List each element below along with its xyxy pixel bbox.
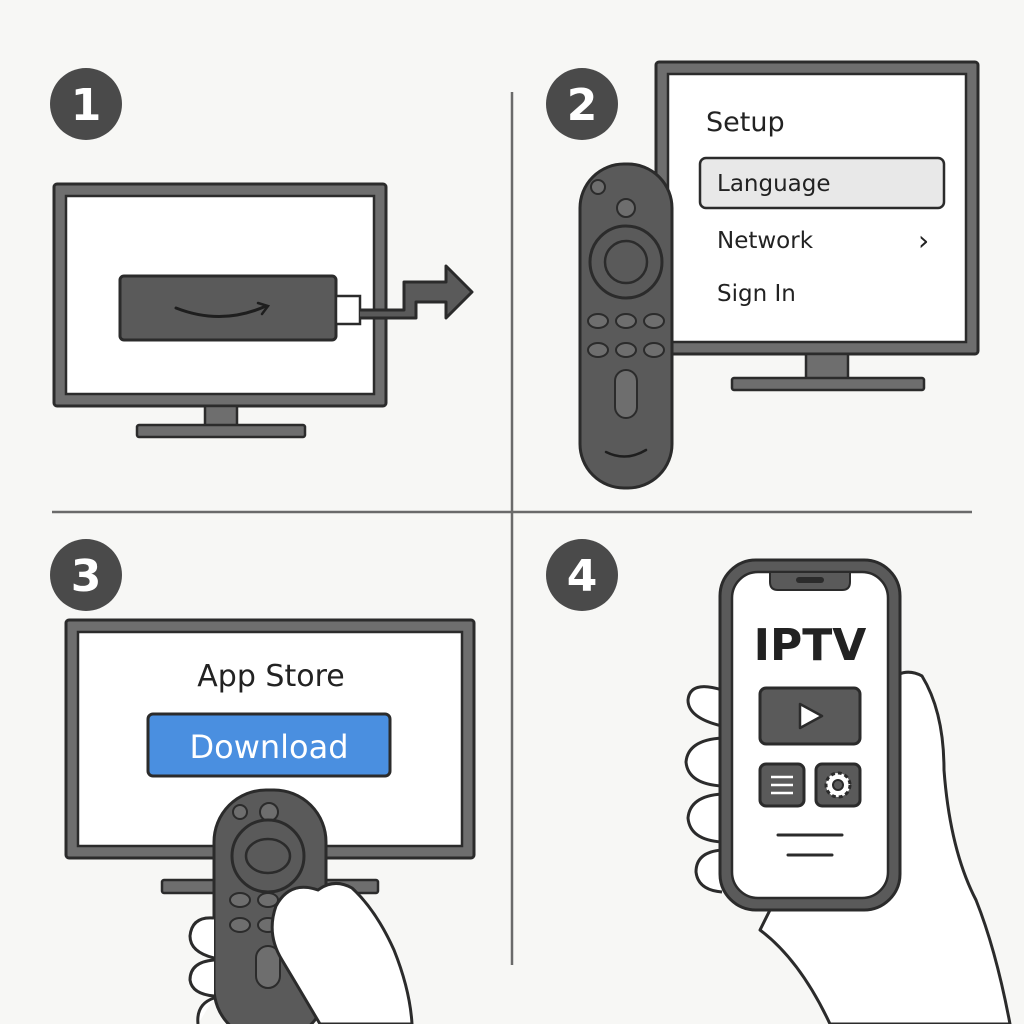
step-1-panel: 1 <box>50 68 474 439</box>
remote-power-button[interactable] <box>590 179 606 195</box>
step-1-number: 1 <box>71 80 102 131</box>
tv-icon <box>654 60 980 392</box>
step-4-number: 4 <box>567 551 598 602</box>
iptv-app-title: IPTV <box>754 620 867 671</box>
remote-volume-rocker[interactable] <box>614 369 638 419</box>
play-icon <box>798 702 824 730</box>
setup-menu: Setup Language Network › Sign In <box>698 107 946 307</box>
remote-voice-button[interactable] <box>616 198 636 218</box>
menu-item-network[interactable]: Network <box>717 228 814 254</box>
remote-button-grid[interactable] <box>587 313 665 358</box>
download-button[interactable]: Download <box>146 712 392 778</box>
step-1-badge: 1 <box>50 68 122 140</box>
step-2-badge: 2 <box>546 68 618 140</box>
step-3-number: 3 <box>71 551 102 602</box>
setup-menu-title: Setup <box>706 107 785 138</box>
play-button[interactable] <box>758 686 862 746</box>
hand-icon <box>188 882 414 1024</box>
app-store-title: App Store <box>197 659 344 694</box>
chevron-right-icon: › <box>918 224 929 257</box>
step-2-panel: 2 Setup Language Network › Sign In <box>546 60 980 490</box>
menu-button[interactable] <box>758 762 806 808</box>
hdmi-arrow-icon <box>360 264 474 320</box>
step-4-panel: 4 IPTV <box>546 539 1012 1024</box>
menu-item-language-highlight[interactable] <box>698 156 946 210</box>
menu-item-sign-in[interactable]: Sign In <box>717 281 796 307</box>
step-4-badge: 4 <box>546 539 618 611</box>
download-button-label[interactable]: Download <box>189 728 348 766</box>
remote-icon <box>578 162 674 490</box>
settings-button[interactable] <box>814 762 862 808</box>
smartphone-icon <box>718 558 902 912</box>
step-3-panel: 3 App Store Download <box>50 539 476 1024</box>
menu-item-language[interactable]: Language <box>717 171 831 197</box>
fire-tv-stick-icon <box>118 274 362 342</box>
menu-icon <box>771 775 793 795</box>
step-3-badge: 3 <box>50 539 122 611</box>
gear-icon <box>824 771 852 799</box>
step-2-number: 2 <box>567 80 598 131</box>
remote-select-button[interactable] <box>603 239 649 285</box>
